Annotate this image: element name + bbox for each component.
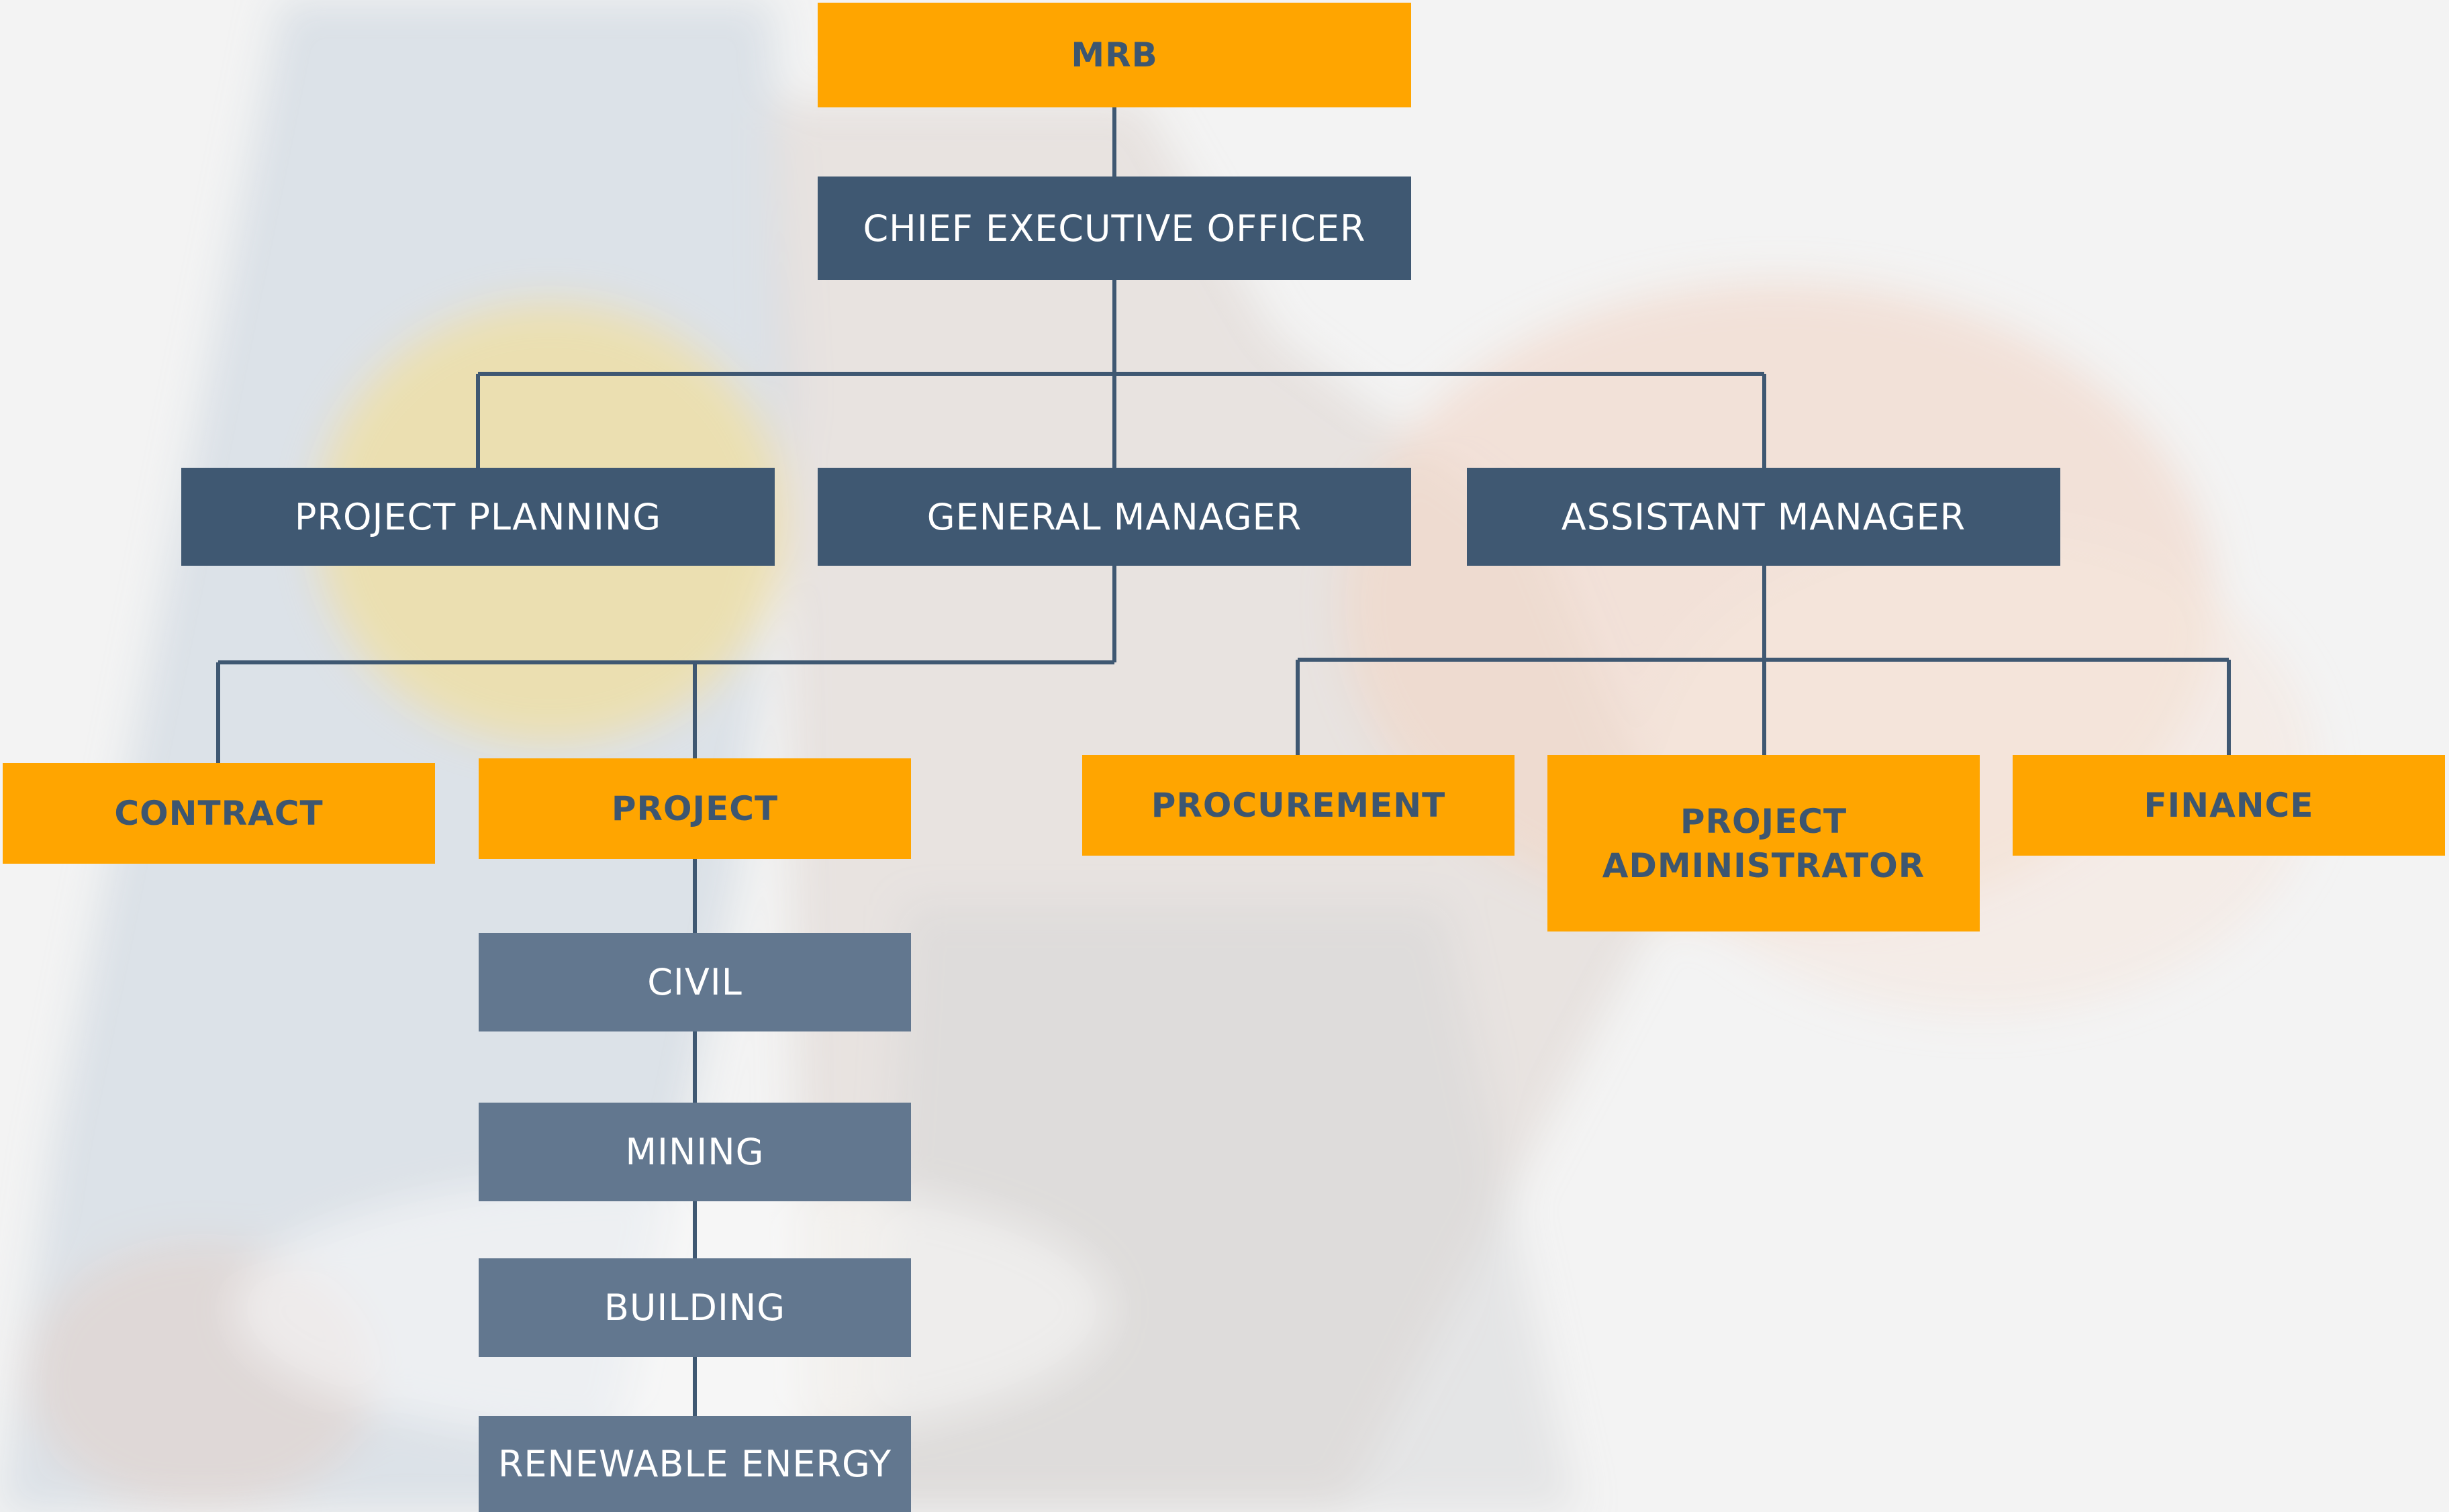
project-label: PROJECT [611, 789, 779, 828]
general-manager-label: GENERAL MANAGER [926, 495, 1302, 538]
contract-label: CONTRACT [114, 794, 324, 833]
project-administrator-label-line2: ADMINISTRATOR [1602, 846, 1925, 885]
building-label: BUILDING [604, 1287, 786, 1329]
procurement-label: PROCUREMENT [1151, 786, 1446, 825]
project-planning-label: PROJECT PLANNING [294, 495, 662, 538]
project-administrator-label-line1: PROJECT [1680, 801, 1847, 841]
ceo-box: CHIEF EXECUTIVE OFFICER [818, 177, 1411, 280]
renewable-energy-label: RENEWABLE ENERGY [497, 1443, 892, 1485]
project-box: PROJECT [479, 758, 911, 859]
civil-label: CIVIL [647, 961, 742, 1003]
project-planning-box: PROJECT PLANNING [181, 468, 775, 566]
finance-box: FINANCE [2013, 755, 2445, 856]
mrb-label: MRB [1071, 36, 1158, 74]
finance-label: FINANCE [2144, 786, 2314, 825]
ceo-label: CHIEF EXECUTIVE OFFICER [863, 207, 1366, 250]
mining-label: MINING [625, 1131, 765, 1173]
general-manager-box: GENERAL MANAGER [818, 468, 1411, 566]
renewable-energy-box: RENEWABLE ENERGY [479, 1416, 911, 1512]
assistant-manager-box: ASSISTANT MANAGER [1467, 468, 2060, 566]
mining-box: MINING [479, 1103, 911, 1201]
civil-box: CIVIL [479, 933, 911, 1031]
procurement-box: PROCUREMENT [1082, 755, 1515, 856]
building-box: BUILDING [479, 1258, 911, 1357]
assistant-manager-label: ASSISTANT MANAGER [1561, 495, 1966, 538]
mrb-box: MRB [818, 3, 1411, 107]
project-administrator-box: PROJECT ADMINISTRATOR [1547, 755, 1980, 931]
contract-box: CONTRACT [3, 763, 435, 864]
